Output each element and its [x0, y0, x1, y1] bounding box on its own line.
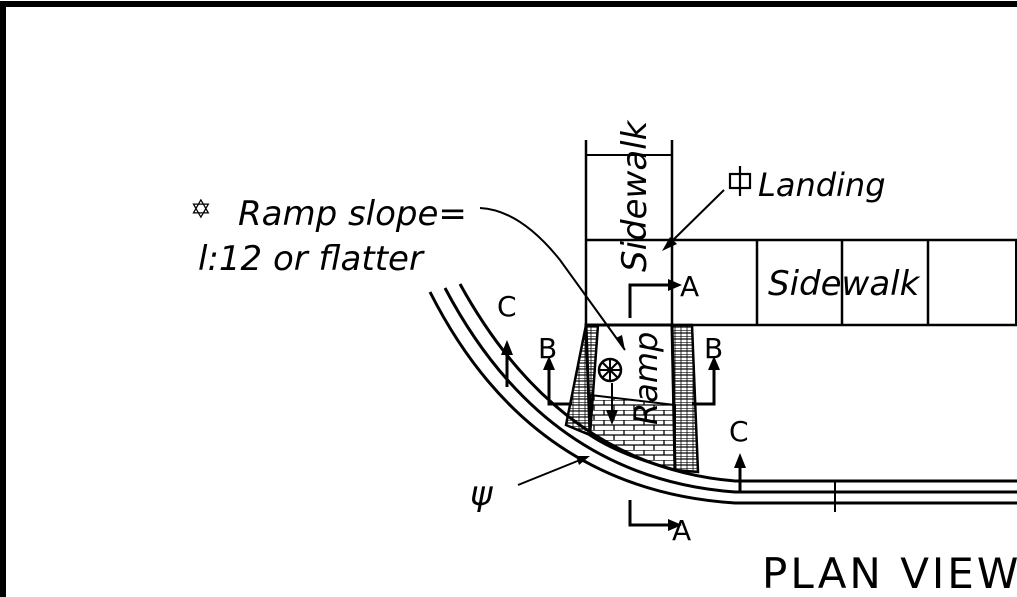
psi-label: ψ	[470, 474, 493, 514]
section-c-left-arrow	[501, 340, 513, 355]
star-icon: ✡	[190, 195, 212, 225]
landing-leader-arrow	[662, 237, 677, 251]
section-c-right-arrow	[734, 453, 746, 468]
section-b-left-marker	[547, 370, 572, 406]
section-b-right-label: B	[704, 332, 723, 365]
ramp-slope-note-line1: Ramp slope=	[238, 194, 467, 234]
landing-note: Landing	[758, 166, 886, 204]
ramp-slope-leader-arrow	[616, 335, 625, 350]
centerline-symbol	[728, 166, 752, 196]
ramp-slope-leader	[479, 207, 626, 351]
section-a-top-label: A	[680, 270, 699, 303]
section-a-bottom-marker	[628, 500, 668, 527]
ramp-slope-note-line2: l:12 or flatter	[198, 239, 425, 279]
section-b-right-marker	[692, 370, 716, 406]
section-c-left-label: C	[497, 290, 517, 323]
section-c-right-label: C	[729, 415, 749, 448]
sidewalk-dimension	[585, 145, 673, 165]
section-b-left-label: B	[538, 332, 557, 365]
plan-view-title: PLAN VIEW	[762, 549, 1017, 597]
sidewalk-vertical-label: Sidewalk	[615, 119, 655, 272]
psi-leader	[517, 457, 586, 486]
section-a-bottom-arrow	[668, 519, 682, 531]
section-b-left-arrow	[543, 356, 555, 370]
psi-leader-arrow	[576, 456, 590, 465]
landing-leader	[667, 189, 725, 246]
detectable-warning-symbol	[597, 357, 623, 425]
section-a-top-arrow	[668, 279, 682, 291]
section-b-right-arrow	[708, 356, 720, 370]
sidewalk-horizontal-label: Sidewalk	[768, 264, 921, 304]
ramp-label: Ramp	[627, 332, 665, 425]
section-a-bottom-label: A	[672, 514, 691, 547]
section-a-top-marker	[628, 283, 668, 318]
sidewalk-vertical-band	[584, 140, 674, 325]
